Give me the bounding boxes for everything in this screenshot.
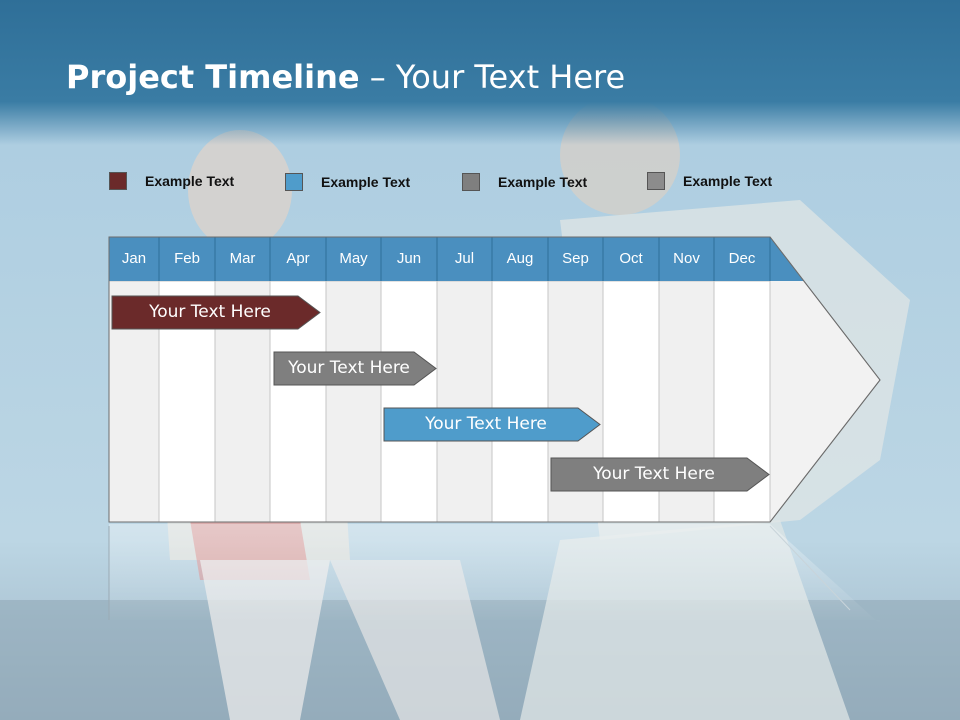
month-column-may	[325, 280, 382, 523]
timeline-reflection	[109, 524, 880, 624]
month-header-dividers	[158, 237, 771, 281]
legend-swatch-1	[109, 172, 127, 190]
month-label-oct: Oct	[619, 250, 643, 267]
task-bars	[111, 295, 770, 492]
legend-swatch-2	[285, 173, 303, 191]
task-bar-label-1: Your Text Here	[149, 302, 271, 322]
legend-swatch-3	[462, 173, 480, 191]
task-bar-4	[550, 457, 770, 492]
month-column-jun	[380, 280, 438, 523]
task-bar-label-2: Your Text Here	[288, 358, 410, 378]
title-rest: – Your Text Here	[359, 58, 626, 96]
task-bar-label-3: Your Text Here	[425, 414, 547, 434]
legend-item-3: Example Text	[462, 172, 587, 192]
legend-swatch-4	[647, 172, 665, 190]
timeline-arrow-outline	[108, 236, 881, 523]
legend-label-4: Example Text	[683, 173, 773, 189]
title-bold: Project Timeline	[66, 58, 360, 96]
month-label-apr: Apr	[286, 250, 310, 267]
legend-item-4: Example Text	[647, 171, 772, 191]
legend-item-2: Example Text	[285, 172, 410, 192]
task-bar-1	[111, 295, 321, 330]
reflection-edge-right	[769, 525, 851, 611]
legend-label-3: Example Text	[498, 174, 588, 190]
slide-title: Project Timeline – Your Text Here	[66, 58, 625, 96]
month-label-aug: Aug	[506, 250, 534, 267]
legend-label-1: Example Text	[145, 173, 235, 189]
month-column-jul	[436, 280, 493, 523]
month-label-dec: Dec	[728, 250, 756, 267]
month-label-jul: Jul	[454, 250, 475, 267]
task-bar-label-4: Your Text Here	[593, 464, 715, 484]
task-bar-3	[383, 407, 601, 442]
month-label-mar: Mar	[229, 250, 256, 267]
legend-item-1: Example Text	[109, 171, 234, 191]
month-label-sep: Sep	[562, 250, 589, 267]
month-header-bar	[109, 237, 804, 281]
month-label-jan: Jan	[121, 250, 147, 267]
month-label-nov: Nov	[673, 250, 700, 267]
month-label-may: May	[339, 250, 368, 267]
title-band	[0, 0, 960, 145]
month-label-feb: Feb	[174, 250, 200, 267]
month-column-aug	[491, 280, 549, 523]
legend-label-2: Example Text	[321, 174, 411, 190]
month-label-jun: Jun	[396, 250, 422, 267]
task-bar-2	[273, 351, 437, 386]
